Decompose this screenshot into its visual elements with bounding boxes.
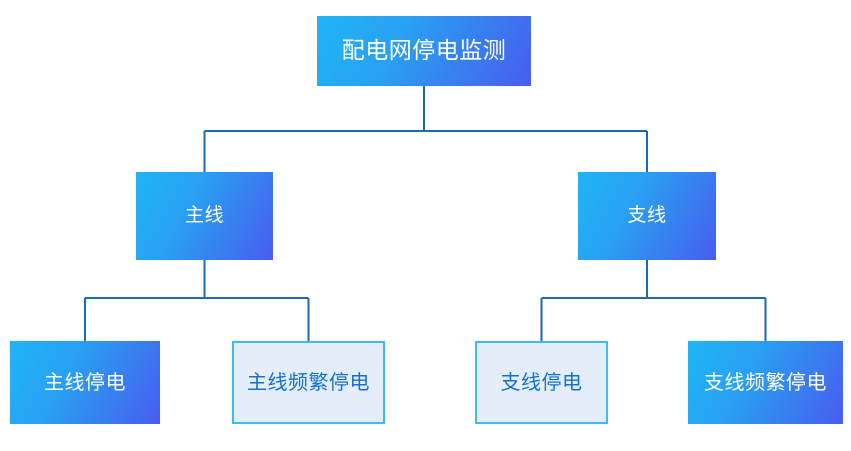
node-branch-line-outage-label: 支线停电 <box>500 371 583 394</box>
node-main-line-frequent-outage[interactable]: 主线频繁停电 <box>232 341 385 424</box>
node-main-line-outage-label: 主线停电 <box>44 371 126 394</box>
node-main-line-frequent-outage-label: 主线频繁停电 <box>247 371 370 394</box>
node-main-line-label: 主线 <box>184 204 224 226</box>
node-root-label: 配电网停电监测 <box>341 37 507 64</box>
node-root-distribution-network-outage-monitoring[interactable]: 配电网停电监测 <box>317 16 531 86</box>
node-branch-line-outage[interactable]: 支线停电 <box>475 341 608 424</box>
node-main-line[interactable]: 主线 <box>136 172 273 260</box>
node-branch-line[interactable]: 支线 <box>578 172 716 260</box>
node-branch-line-label: 支线 <box>627 204 667 226</box>
node-branch-line-frequent-outage-label: 支线频繁停电 <box>704 371 827 394</box>
node-branch-line-frequent-outage[interactable]: 支线频繁停电 <box>688 341 843 424</box>
node-main-line-outage[interactable]: 主线停电 <box>10 341 160 424</box>
